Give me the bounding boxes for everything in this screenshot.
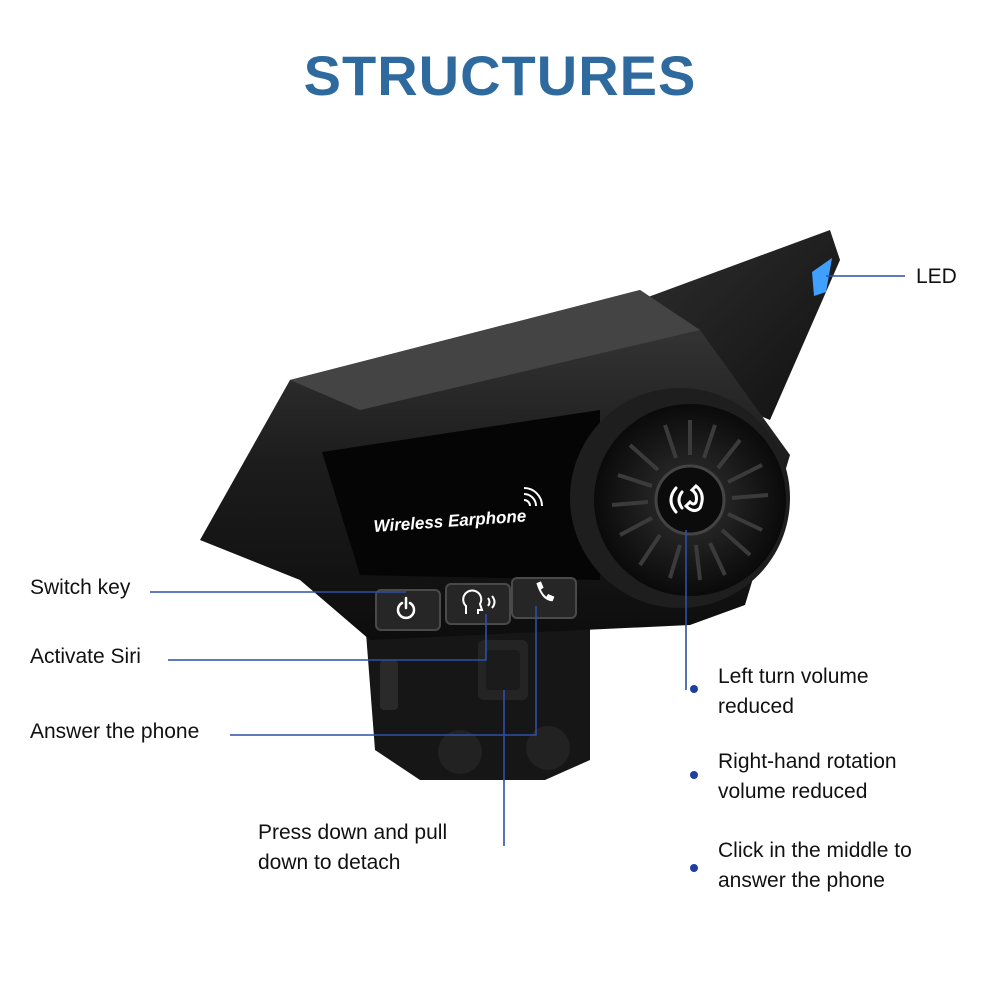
left-turn-label-line1: Left turn volume xyxy=(718,665,869,688)
siri-button[interactable] xyxy=(445,583,511,625)
phone-button[interactable] xyxy=(511,577,577,619)
phone-icon xyxy=(536,581,555,602)
leader-lines xyxy=(150,275,905,846)
detach-label-line2: down to detach xyxy=(258,851,401,874)
click-middle-label-line1: Click in the middle to xyxy=(718,839,912,862)
page-title: STRUCTURES xyxy=(303,44,697,107)
wireless-signal-icon xyxy=(523,487,543,507)
siri-leader-line xyxy=(168,614,487,661)
detach-label-line1: Press down and pull xyxy=(258,821,448,844)
volume-knob[interactable] xyxy=(570,388,790,608)
led-label: LED xyxy=(916,265,957,288)
siri-icon xyxy=(462,589,496,614)
activate-siri-label: Activate Siri xyxy=(30,645,141,668)
mount-clip xyxy=(365,610,590,780)
led-light xyxy=(812,258,832,296)
switch-key-label: Switch key xyxy=(30,576,131,599)
bullet xyxy=(690,685,698,693)
answer-leader-line xyxy=(230,606,537,736)
power-button[interactable] xyxy=(375,589,441,631)
click-middle-label-line2: answer the phone xyxy=(718,869,885,892)
left-turn-label-line2: reduced xyxy=(718,695,794,718)
power-icon xyxy=(396,596,416,620)
bullet xyxy=(690,864,698,872)
right-hand-label-line2: volume reduced xyxy=(718,780,868,803)
bullet xyxy=(690,771,698,779)
answer-phone-label: Answer the phone xyxy=(30,720,200,743)
call-wave-icon xyxy=(669,483,704,514)
right-hand-label-line1: Right-hand rotation xyxy=(718,750,897,773)
